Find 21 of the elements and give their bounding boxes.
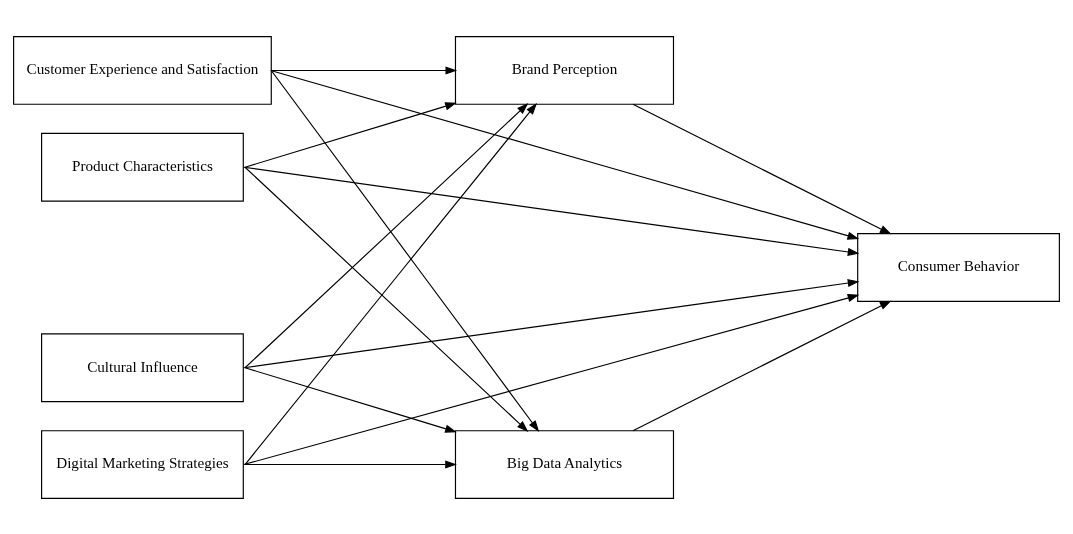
arrow (270, 69, 540, 432)
node-box: Product Characteristics (41, 132, 244, 202)
arrow (243, 166, 860, 256)
node-box: Customer Experience and Satisfaction (13, 35, 272, 105)
node-box: Cultural Influence (41, 332, 244, 402)
arrow (243, 278, 860, 368)
node-box: Consumer Behavior (857, 232, 1060, 302)
arrow (632, 300, 892, 431)
node-box: Big Data Analytics (454, 429, 675, 499)
arrow (244, 366, 457, 433)
arrow (244, 102, 538, 465)
arrow (243, 293, 860, 465)
arrow (244, 101, 457, 168)
arrow (270, 65, 458, 75)
arrow (244, 459, 457, 469)
arrow (632, 103, 892, 234)
arrow (244, 102, 529, 368)
node-box: Digital Marketing Strategies (41, 429, 244, 499)
arrow (244, 166, 529, 432)
node-box: Brand Perception (454, 35, 675, 105)
arrow (270, 69, 860, 240)
